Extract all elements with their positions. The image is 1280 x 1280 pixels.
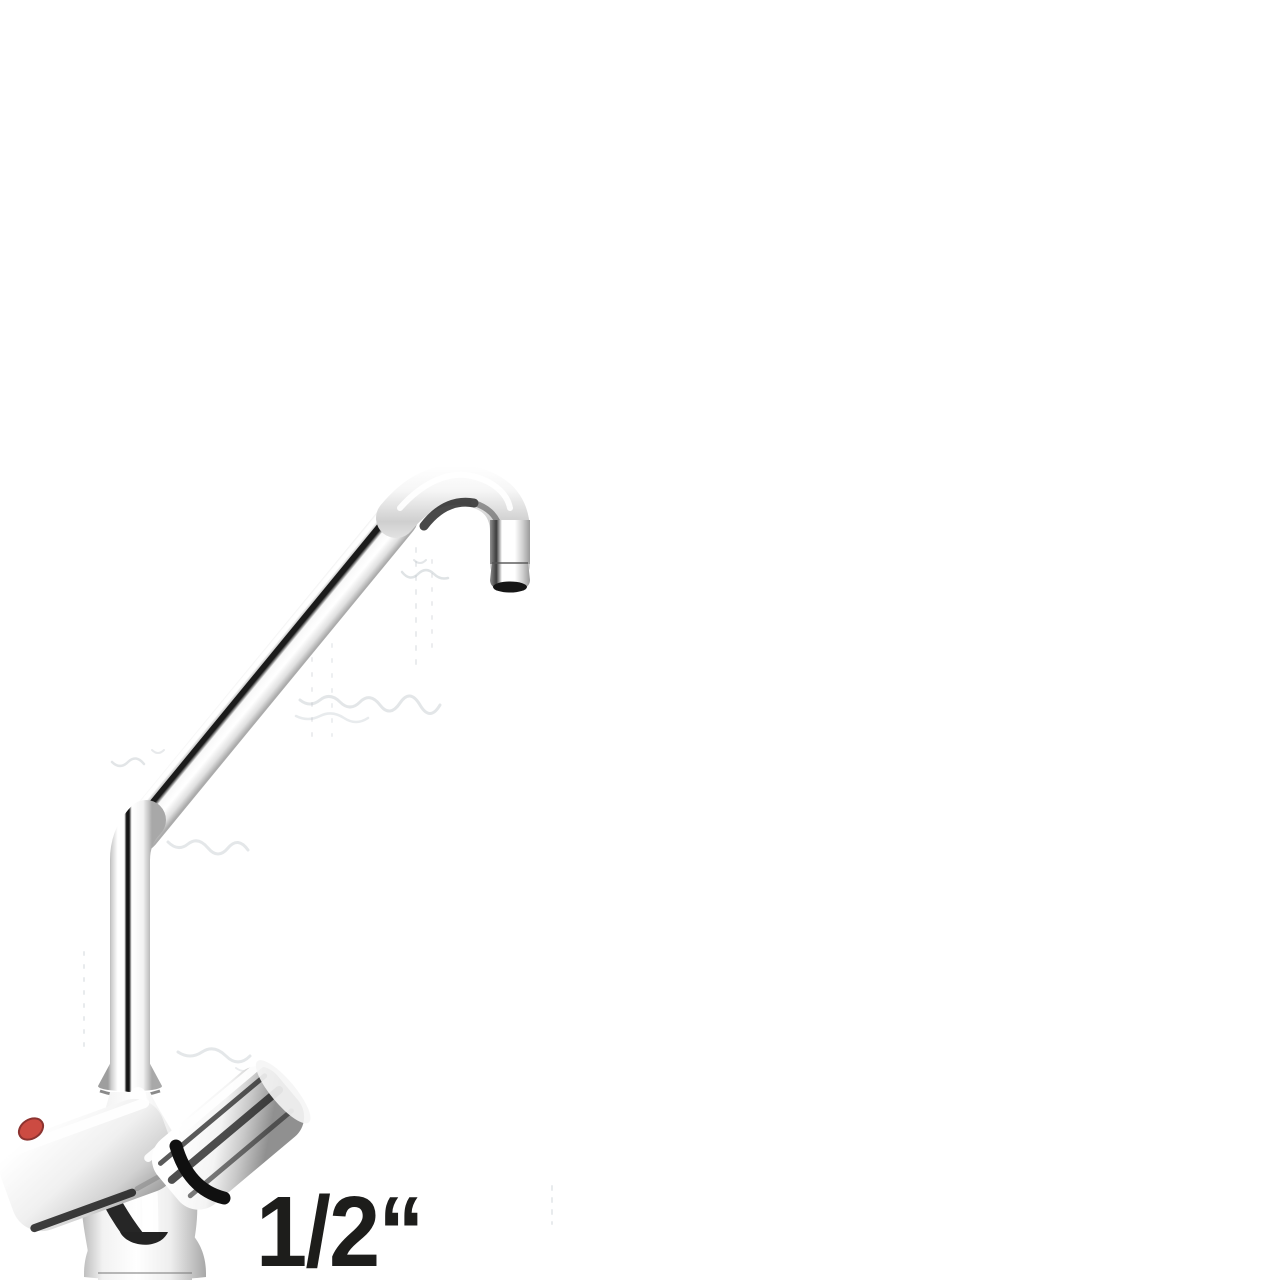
collar-dark-notch [120, 1232, 168, 1245]
spout-diagonal-pipe [120, 498, 418, 852]
spout-arch-outer-highlight [397, 471, 513, 511]
hot-indicator-dot [17, 1117, 45, 1141]
faucet-illustration [0, 464, 530, 1280]
base-cone [98, 1060, 162, 1098]
spout-arch [376, 464, 530, 584]
base-collar [84, 1232, 206, 1280]
spout-outlet-tube [490, 520, 530, 564]
aerator-opening [493, 581, 527, 593]
right-handle-base-shadow [169, 1139, 231, 1205]
size-label: 1/2“ [256, 1176, 424, 1280]
right-handle [144, 1060, 311, 1210]
riser-pipe [110, 800, 166, 1092]
spout-arch-inner-shadow [419, 497, 479, 531]
spout-diagonal-highlight [128, 506, 390, 824]
base-cylinder [98, 1272, 192, 1280]
spout [120, 464, 530, 852]
